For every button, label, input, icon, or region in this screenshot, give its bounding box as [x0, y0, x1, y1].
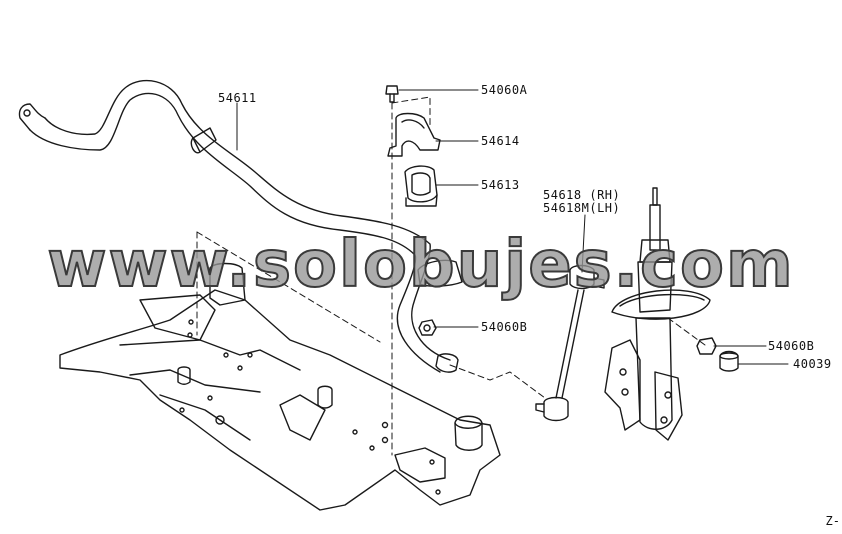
- stabilizer-bar: [18, 79, 463, 373]
- bolt-54060A: [385, 85, 399, 103]
- clamp-bracket-54614: [387, 112, 441, 157]
- label-54614: 54614: [481, 134, 520, 148]
- label-54060A: 54060A: [481, 83, 528, 97]
- label-54618-rh: 54618 (RH): [543, 188, 621, 202]
- cap-nut-40039: [719, 350, 739, 372]
- nut-54060B-strut: [696, 337, 717, 355]
- label-54060B-bar: 54060B: [481, 320, 528, 334]
- leader-lines: [236, 89, 789, 365]
- strut-assembly: [604, 187, 711, 441]
- nut-54060B-bar: [418, 319, 437, 336]
- label-54060B-strut: 54060B: [768, 339, 815, 353]
- figure-code: Z-: [825, 514, 840, 528]
- label-54613: 54613: [481, 178, 520, 192]
- subframe: [59, 262, 501, 511]
- stabilizer-link-54618: [535, 264, 605, 422]
- bushing-54613: [404, 165, 438, 207]
- label-54611: 54611: [218, 91, 257, 105]
- label-54618M-lh: 54618M(LH): [543, 201, 621, 215]
- assembly-lines: [196, 96, 706, 456]
- label-40039: 40039: [793, 357, 832, 371]
